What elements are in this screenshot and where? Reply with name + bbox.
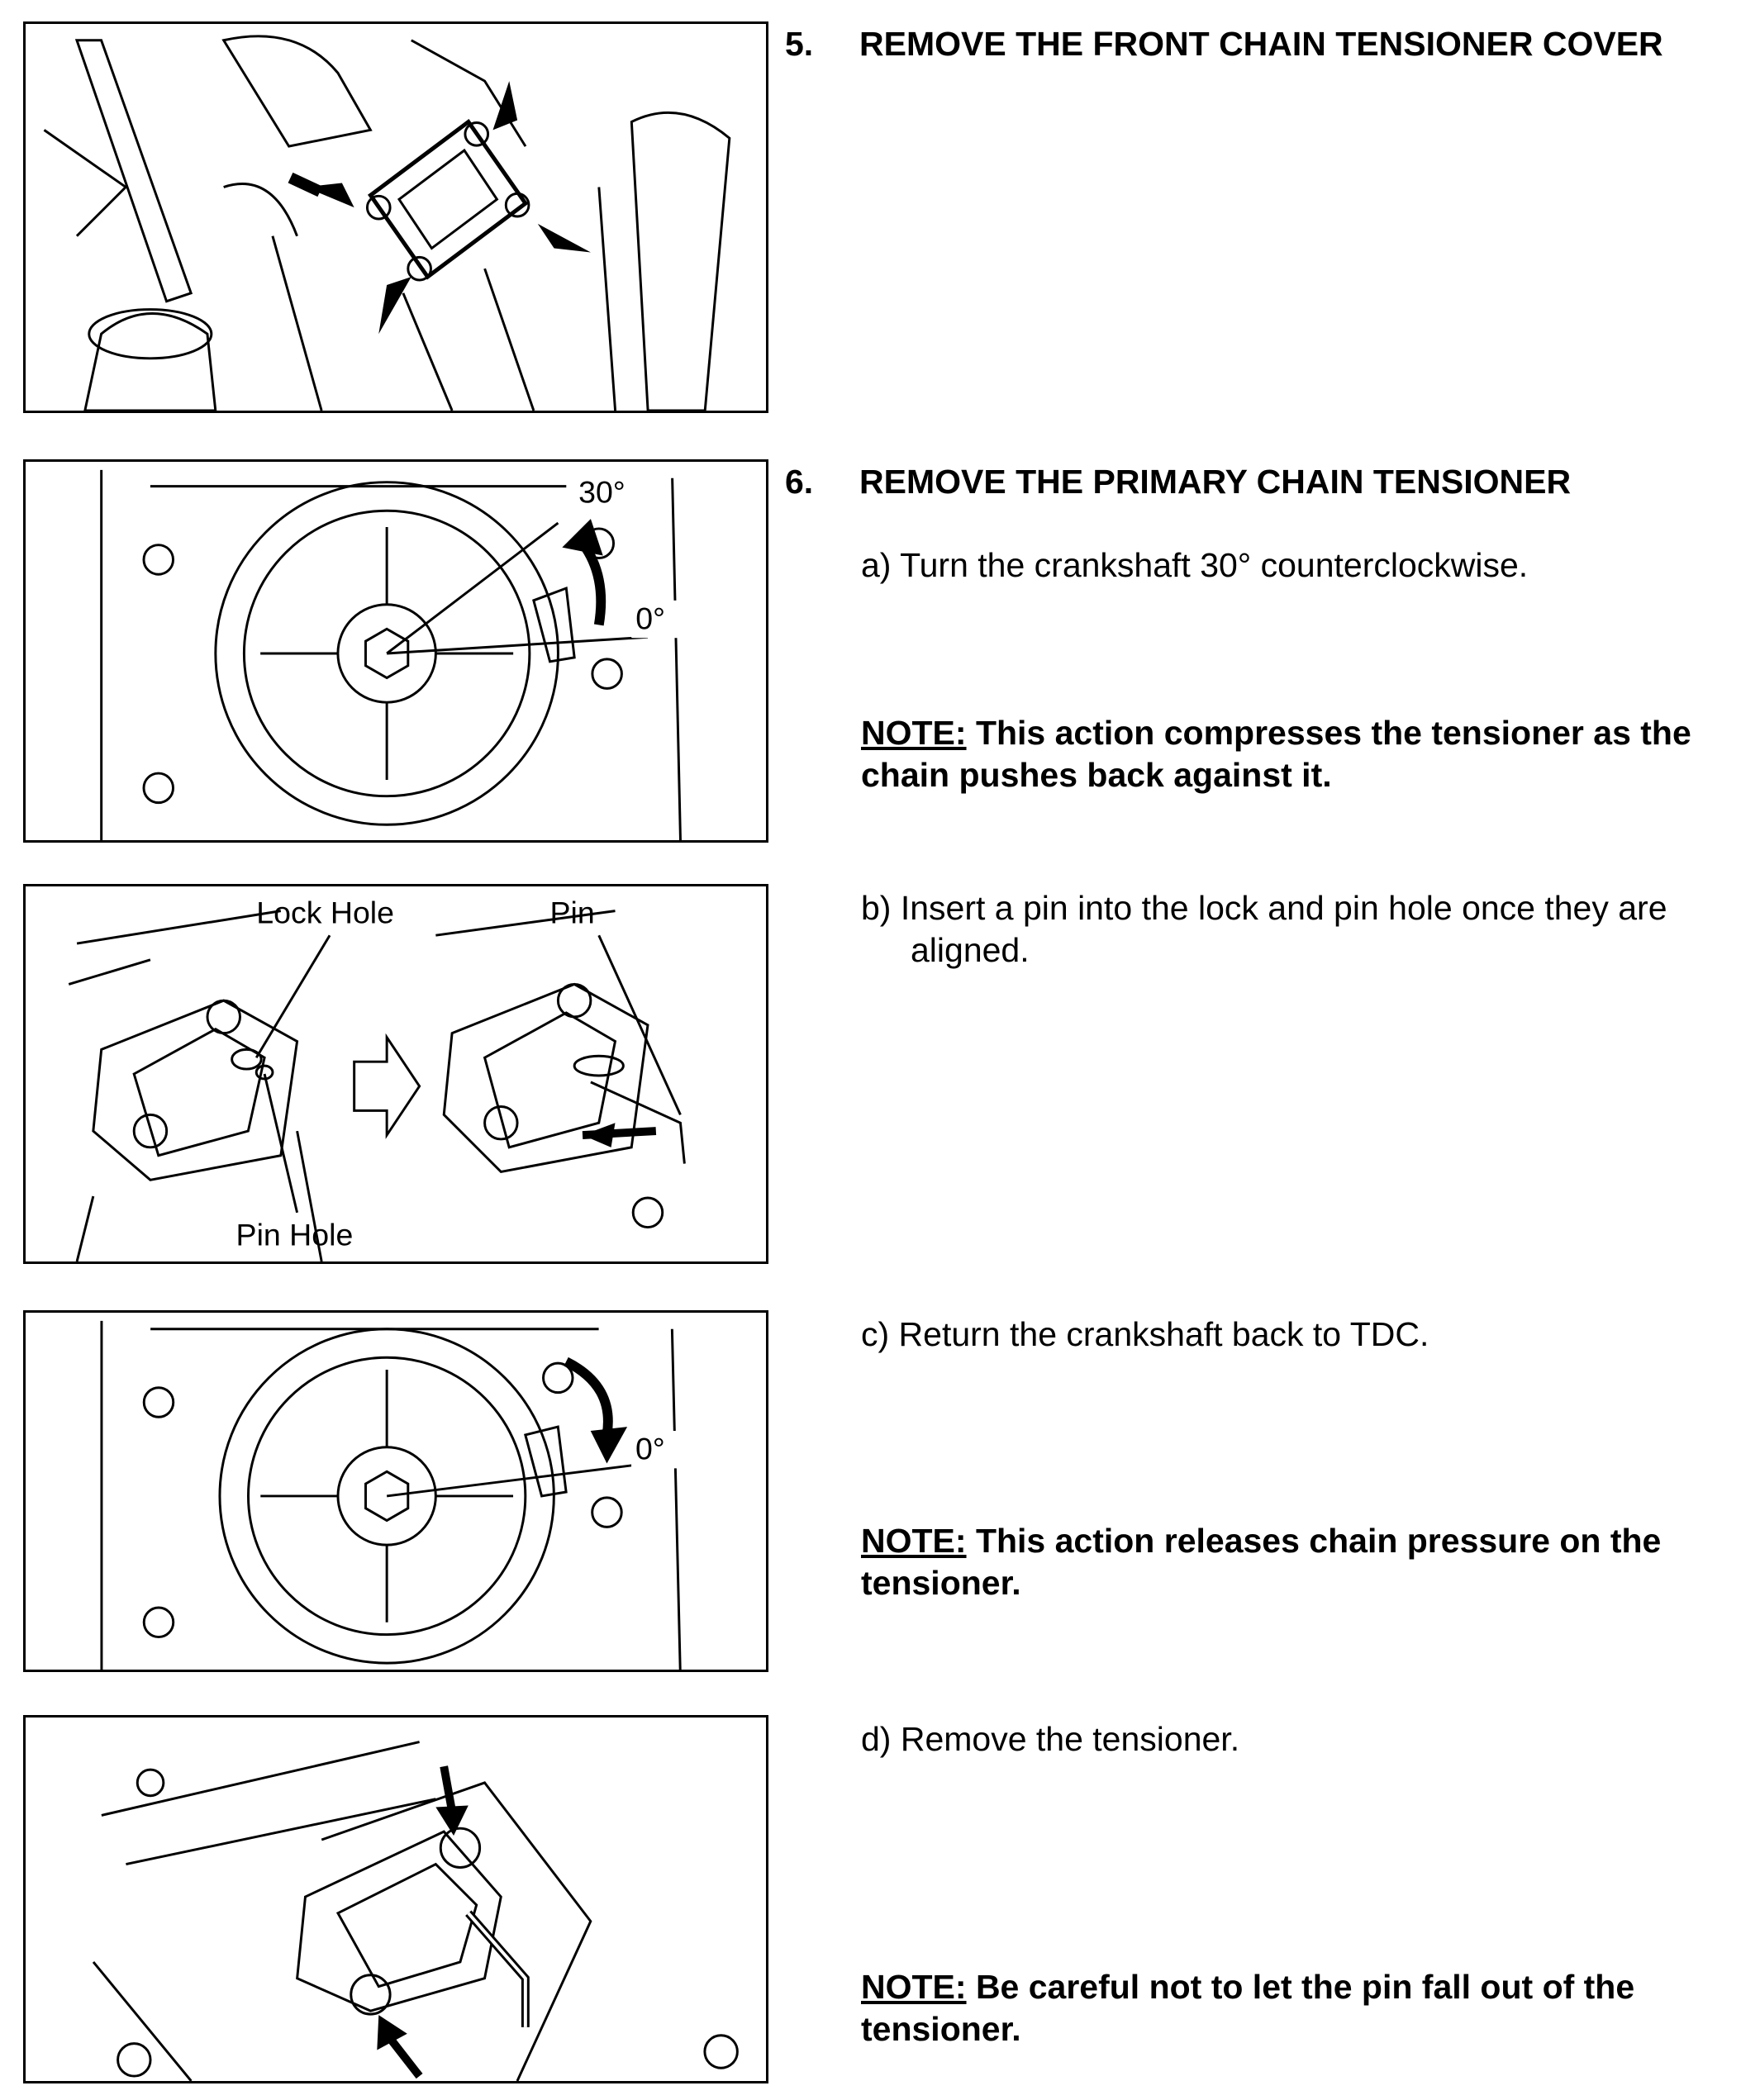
step-5-title: REMOVE THE FRONT CHAIN TENSIONER COVER bbox=[859, 25, 1663, 63]
substep-d: d) Remove the tensioner. bbox=[861, 1720, 1240, 1758]
note-line2: tensioner. bbox=[861, 2010, 1021, 2048]
crankshaft-pulley-illustration: 30° 0° bbox=[100, 469, 682, 840]
note-line2: chain pushes back against it. bbox=[861, 756, 1332, 794]
note-line2: tensioner. bbox=[861, 1564, 1021, 1602]
note-pin: NOTE: Be careful not to let the pin fall… bbox=[861, 1966, 1634, 2050]
engine-cover-illustration bbox=[43, 35, 731, 411]
substep-b: b) Insert a pin into the lock and pin ho… bbox=[861, 887, 1667, 972]
lock-hole-label: Lock Hole bbox=[256, 895, 394, 929]
figure-tensioner-cover bbox=[23, 21, 768, 413]
remove-tensioner-illustration bbox=[92, 1741, 739, 2081]
pin-label: Pin bbox=[550, 895, 595, 929]
step-5-number: 5. bbox=[785, 25, 814, 63]
figure-remove-tensioner bbox=[23, 1715, 768, 2083]
step-6-number: 6. bbox=[785, 463, 814, 501]
note-compress: NOTE: This action compresses the tension… bbox=[861, 712, 1691, 796]
note-prefix: NOTE: bbox=[861, 1522, 967, 1560]
substep-b-line1: b) Insert a pin into the lock and pin ho… bbox=[861, 889, 1667, 927]
note-prefix: NOTE: bbox=[861, 714, 967, 752]
crankshaft-tdc-illustration: 0° bbox=[100, 1320, 682, 1670]
substep-a: a) Turn the crankshaft 30° counterclockw… bbox=[861, 546, 1529, 584]
figure-crankshaft-tdc: 0° bbox=[23, 1310, 768, 1672]
substep-c: c) Return the crankshaft back to TDC. bbox=[861, 1315, 1429, 1353]
substep-b-line2: aligned. bbox=[911, 931, 1030, 969]
note-release: NOTE: This action releases chain pressur… bbox=[861, 1520, 1661, 1604]
note-line1: This action compresses the tensioner as … bbox=[966, 714, 1691, 752]
angle-30-label: 30° bbox=[578, 474, 626, 509]
angle-0-label: 0° bbox=[635, 601, 665, 635]
angle-0-label-tdc: 0° bbox=[635, 1432, 665, 1466]
lock-pin-illustration: Lock Hole Pin Pin Hole bbox=[68, 895, 686, 1261]
pin-hole-label: Pin Hole bbox=[236, 1217, 354, 1252]
step-6-title: REMOVE THE PRIMARY CHAIN TENSIONER bbox=[859, 463, 1572, 501]
note-prefix: NOTE: bbox=[861, 1968, 967, 2006]
note-line1: This action releases chain pressure on t… bbox=[966, 1522, 1662, 1560]
figure-crankshaft-30: 30° 0° bbox=[23, 459, 768, 843]
figure-lock-pin: Lock Hole Pin Pin Hole bbox=[23, 884, 768, 1264]
note-line1: Be careful not to let the pin fall out o… bbox=[966, 1968, 1635, 2006]
